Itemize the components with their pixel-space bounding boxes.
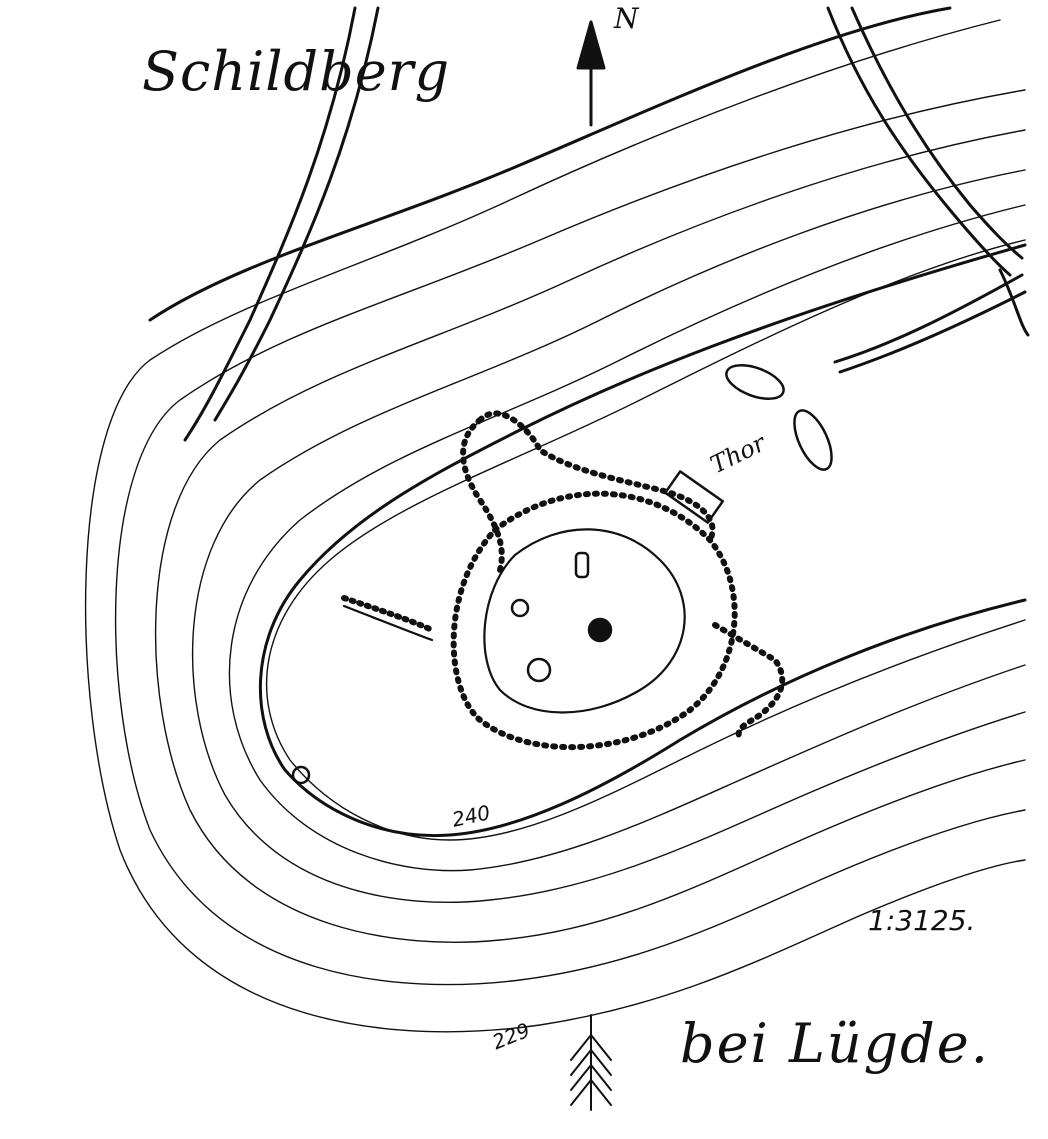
contour-lines: [84, 19, 1026, 1033]
feather-arrow-icon: [570, 1014, 612, 1111]
map-subtitle: bei Lügde.: [680, 1012, 990, 1075]
road-northeast: [826, 6, 1030, 374]
mound-features: [291, 364, 833, 785]
north-label: N: [614, 2, 639, 35]
contour-lines-bold: [148, 6, 1027, 838]
north-arrow-icon: [576, 20, 606, 127]
scale-label: 1:3125.: [868, 904, 976, 937]
map-title: Schildberg: [142, 40, 451, 103]
road-west: [183, 6, 380, 442]
gate-hut: [663, 470, 725, 524]
rampart: [341, 410, 786, 751]
